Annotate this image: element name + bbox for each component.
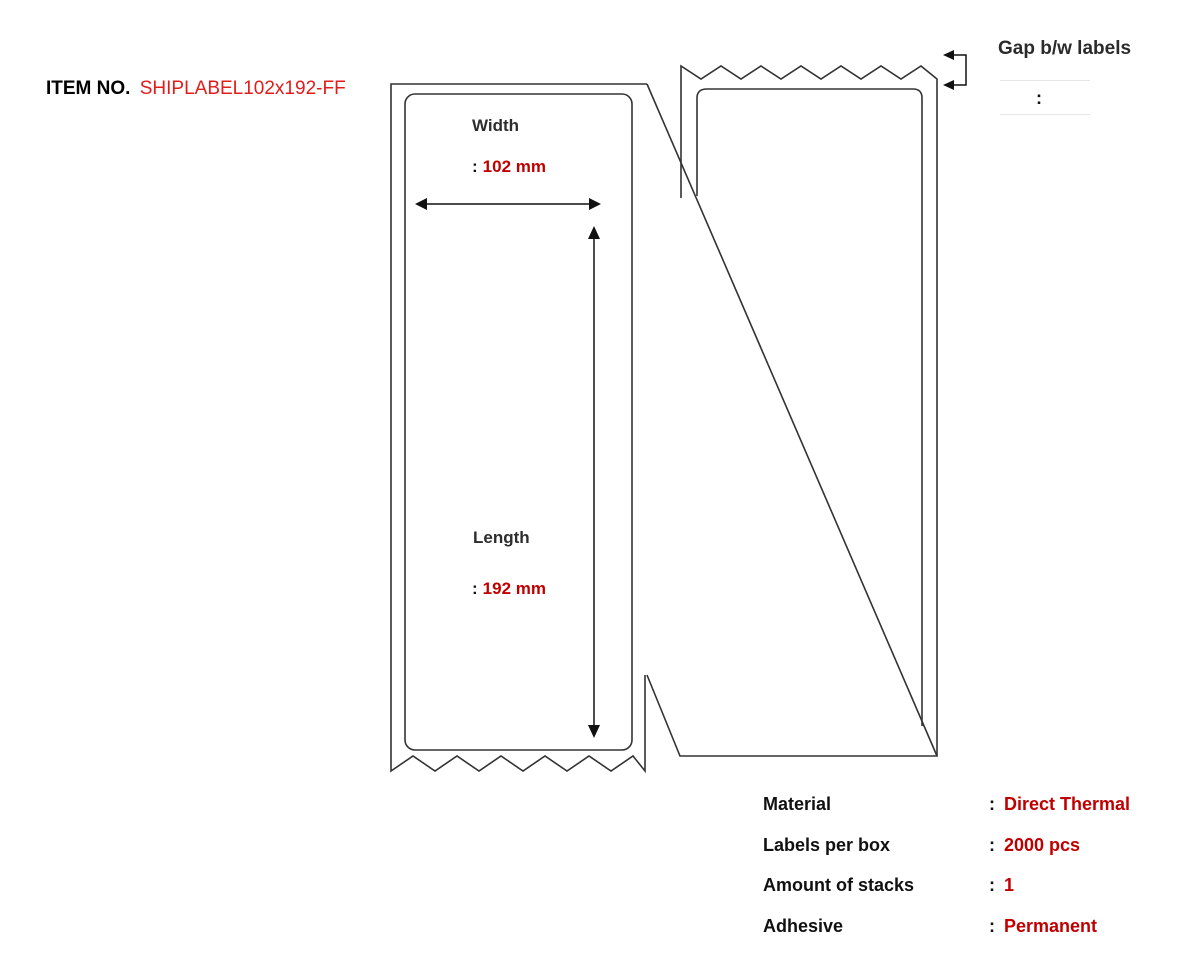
gap-value: : <box>1036 88 1042 108</box>
item-number: ITEM NO. SHIPLABEL102x192-FF <box>46 78 346 100</box>
spec-key: Material <box>763 794 832 814</box>
width-label: Width <box>472 116 520 135</box>
item-number-value: SHIPLABEL102x192-FF <box>139 78 346 99</box>
width-dimension: :102 mm <box>472 157 546 177</box>
length-dimension: :192 mm <box>472 579 546 599</box>
spec-colon: : <box>989 915 995 936</box>
spec-value: 2000 pcs <box>1004 834 1081 855</box>
front-label <box>404 93 633 751</box>
spec-colon: : <box>989 794 995 814</box>
spec-colon: : <box>989 875 995 895</box>
width-arrow <box>415 198 601 210</box>
length-colon: : <box>472 579 478 598</box>
length-value: 192 mm <box>482 579 546 598</box>
width-value: 102 mm <box>482 157 546 176</box>
front-sheet-outline <box>390 83 647 774</box>
fold-line <box>646 83 938 757</box>
gap-divider-top <box>1000 80 1090 81</box>
item-number-label: ITEM NO. <box>46 78 131 99</box>
back-label <box>696 88 923 726</box>
spec-key: Adhesive <box>763 915 844 936</box>
spec-value: Direct Thermal <box>1004 794 1131 814</box>
spec-colon: : <box>989 834 995 855</box>
spec-key: Labels per box <box>763 834 891 855</box>
width-colon: : <box>472 157 478 176</box>
gap-label: Gap b/w labels <box>998 38 1132 59</box>
back-sheet-outline <box>646 64 938 757</box>
length-arrow <box>588 226 600 738</box>
spec-value: Permanent <box>1004 915 1098 936</box>
gap-bracket <box>943 50 967 90</box>
spec-value: 1 <box>1004 875 1015 895</box>
spec-key: Amount of stacks <box>763 875 915 895</box>
length-label: Length <box>473 528 530 547</box>
gap-divider-bottom <box>1000 114 1090 115</box>
